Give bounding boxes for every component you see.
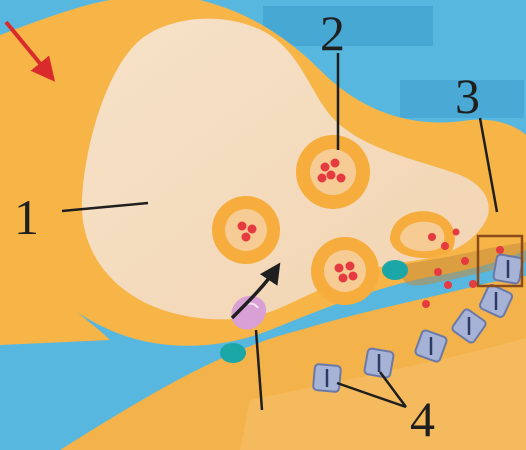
label-3: 3 — [455, 68, 480, 124]
vesicle-center — [311, 237, 379, 305]
enzyme-dot-icon-lower — [220, 343, 246, 363]
vesicle-2 — [296, 135, 370, 209]
blank-label-box-top — [263, 6, 433, 46]
enzyme-dot-icon — [382, 260, 408, 280]
vesicle-left — [212, 196, 280, 264]
neurotransmitter-dot-icon — [321, 163, 330, 172]
label-4: 4 — [410, 391, 435, 447]
label-1: 1 — [14, 189, 39, 245]
label-2: 2 — [320, 5, 345, 61]
